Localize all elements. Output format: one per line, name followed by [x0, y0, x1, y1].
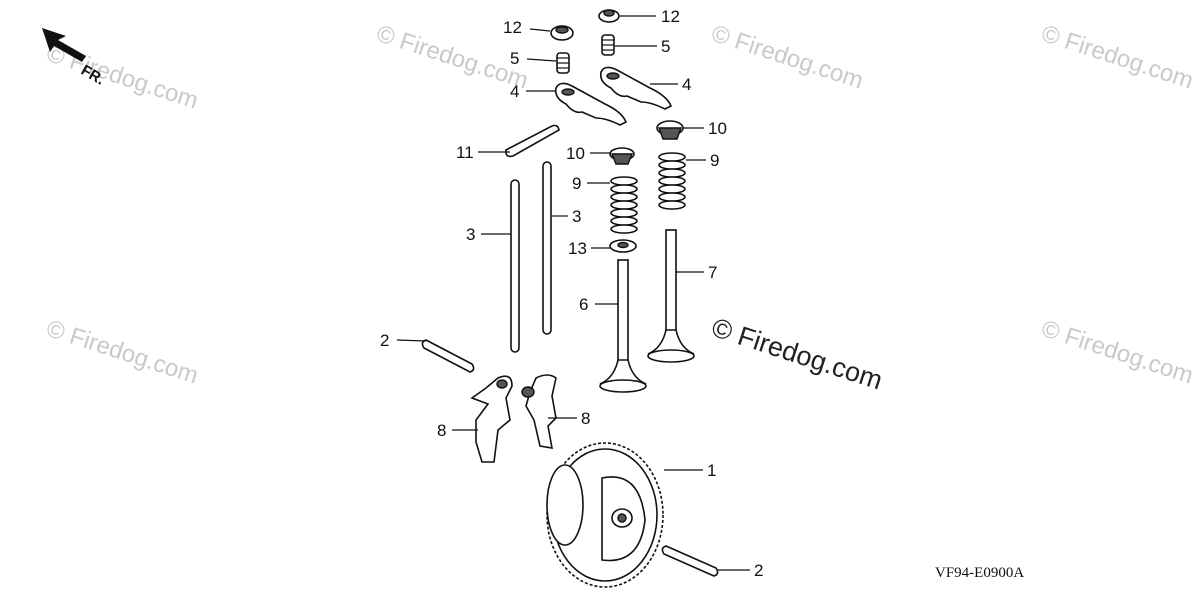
push-rod-left — [510, 179, 520, 353]
push-rod-right — [542, 161, 552, 335]
callout-9-right: 9 — [710, 151, 719, 170]
callout-4-right: 4 — [682, 75, 691, 94]
camshaft-pin — [661, 545, 719, 577]
watermark-center: © Firedog.com — [708, 312, 886, 395]
lock-nut-left — [550, 25, 574, 41]
watermark-top-center-right: © Firedog.com — [708, 20, 866, 94]
callout-10-left: 10 — [566, 144, 585, 163]
pivot-bolt-left — [556, 52, 570, 74]
callout-8-left: 8 — [437, 421, 446, 440]
callout-2-lower: 2 — [754, 561, 763, 580]
callout-12-left: 12 — [503, 18, 522, 37]
intake-valve — [599, 259, 647, 393]
callout-1: 1 — [707, 461, 716, 480]
watermark-mid-right: © Firedog.com — [1038, 315, 1196, 389]
callout-3-left: 3 — [466, 225, 475, 244]
valve-spring-left — [610, 176, 638, 234]
tappet-right — [521, 374, 557, 449]
valve-rotator — [609, 239, 637, 253]
callout-5-left: 5 — [510, 49, 519, 68]
rocker-arm-right — [599, 66, 673, 110]
drawing-code: VF94-E0900A — [935, 565, 1024, 581]
callout-8-right: 8 — [581, 409, 590, 428]
spring-retainer-right — [656, 120, 684, 140]
spring-retainer-left — [609, 147, 635, 165]
lock-nut-right — [598, 9, 620, 23]
callout-group: 12 12 5 5 4 4 10 10 9 9 11 3 3 — [380, 7, 763, 580]
callout-11: 11 — [456, 143, 474, 162]
tappet-shaft — [421, 339, 475, 373]
valve-spring-right — [658, 152, 686, 210]
callout-7: 7 — [708, 263, 717, 282]
callout-4-left: 4 — [510, 82, 519, 101]
callout-9-left: 9 — [572, 174, 581, 193]
watermark-top-right: © Firedog.com — [1038, 20, 1196, 94]
rocker-shaft — [505, 124, 560, 158]
callout-12-right: 12 — [661, 7, 680, 26]
watermark-mid-left: © Firedog.com — [43, 315, 201, 389]
callout-6: 6 — [579, 295, 588, 314]
callout-3-right: 3 — [572, 207, 581, 226]
rocker-arm-left — [554, 82, 628, 126]
callout-10-right: 10 — [708, 119, 727, 138]
callout-2-upper: 2 — [380, 331, 389, 350]
exhaust-valve — [647, 229, 695, 363]
callout-5-right: 5 — [661, 37, 670, 56]
pivot-bolt-right — [601, 34, 615, 56]
tappet-left — [470, 375, 513, 463]
camshaft-gear — [546, 442, 664, 588]
callout-13: 13 — [568, 239, 587, 258]
